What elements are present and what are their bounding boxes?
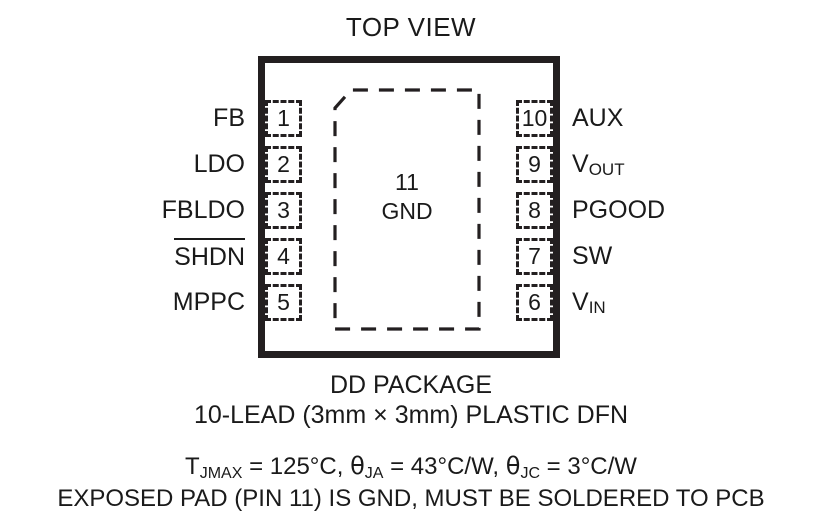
pin-label-aux: AUX	[572, 100, 623, 137]
pin-box-1[interactable]: 1	[265, 100, 302, 137]
pin-number: 6	[528, 289, 541, 315]
pin-label-pgood: PGOOD	[572, 192, 665, 229]
pin-label-fb: FB	[213, 100, 245, 137]
pin-box-3[interactable]: 3	[265, 192, 302, 229]
pin-box-7[interactable]: 7	[516, 238, 553, 275]
exposed-pad-label: 11 GND	[333, 168, 481, 226]
pin-number: 4	[277, 243, 290, 269]
theta-ja-symbol: θ	[350, 452, 365, 480]
pin-label-text-overlined: SHDN	[174, 238, 245, 273]
pin-label-text: V	[572, 150, 589, 178]
pin-box-2[interactable]: 2	[265, 146, 302, 183]
pin-label-subscript: IN	[588, 298, 606, 317]
pin-number: 2	[277, 151, 290, 177]
package-name-caption: DD PACKAGE	[329, 371, 493, 399]
pin-box-9[interactable]: 9	[516, 146, 553, 183]
pin-label-text: MPPC	[172, 288, 245, 316]
pin-number: 1	[277, 105, 290, 131]
pin-label-text: FB	[213, 104, 245, 132]
theta-jc-symbol: θ	[505, 452, 521, 480]
pin-number: 3	[277, 197, 290, 223]
pin-label-fbldo: FBLDO	[162, 192, 245, 229]
pin-label-vout: VOUT	[572, 146, 625, 185]
pin-label-sw: SW	[572, 238, 612, 275]
exposed-pad-shape	[333, 88, 481, 331]
exposed-pad-outline: 11 GND	[333, 88, 481, 331]
pin-box-8[interactable]: 8	[516, 192, 553, 229]
lead-count-caption: 10-LEAD (3mm × 3mm) PLASTIC DFN	[193, 401, 629, 429]
pin-box-10[interactable]: 10	[516, 100, 553, 137]
tjmax-subscript: JMAX	[199, 465, 243, 482]
pin-label-text: PGOOD	[572, 196, 666, 224]
pin-label-vin: VIN	[572, 284, 606, 323]
pin-label-shdn: SHDN	[174, 238, 245, 276]
pin-label-text: SW	[572, 242, 613, 270]
pin-number: 8	[528, 197, 541, 223]
exposed-pad-name: GND	[381, 198, 433, 224]
pin-number: 9	[528, 151, 541, 177]
diagram-title: TOP VIEW	[345, 12, 477, 42]
pin-label-subscript: OUT	[588, 160, 625, 179]
package-body-outline	[258, 56, 560, 358]
pin-label-text: V	[572, 288, 589, 316]
pin-box-4[interactable]: 4	[265, 238, 302, 275]
pin-number: 7	[528, 243, 541, 269]
pin-box-6[interactable]: 6	[516, 284, 553, 321]
pin-number: 10	[521, 105, 548, 131]
theta-jc-subscript: JC	[520, 465, 540, 482]
theta-ja-value: = 43°C/W,	[390, 453, 500, 480]
pin-label-mppc: MPPC	[173, 284, 245, 321]
theta-jc-value: = 3°C/W	[546, 453, 637, 480]
pin-label-text: AUX	[572, 104, 624, 132]
exposed-pad-note-caption: EXPOSED PAD (PIN 11) IS GND, MUST BE SOL…	[57, 485, 765, 512]
pin-number: 5	[277, 289, 290, 315]
exposed-pad-number: 11	[395, 169, 419, 195]
tjmax-symbol: T	[185, 453, 200, 480]
pin-label-text: FBLDO	[161, 196, 245, 224]
thermal-data-caption: TJMAX = 125°C, θJA = 43°C/W, θJC = 3°C/W	[0, 452, 822, 482]
theta-ja-subscript: JA	[364, 465, 384, 482]
pin-label-ldo: LDO	[194, 146, 245, 183]
tjmax-value: = 125°C,	[249, 453, 344, 480]
pin-box-5[interactable]: 5	[265, 284, 302, 321]
pin-label-text: LDO	[193, 150, 245, 178]
